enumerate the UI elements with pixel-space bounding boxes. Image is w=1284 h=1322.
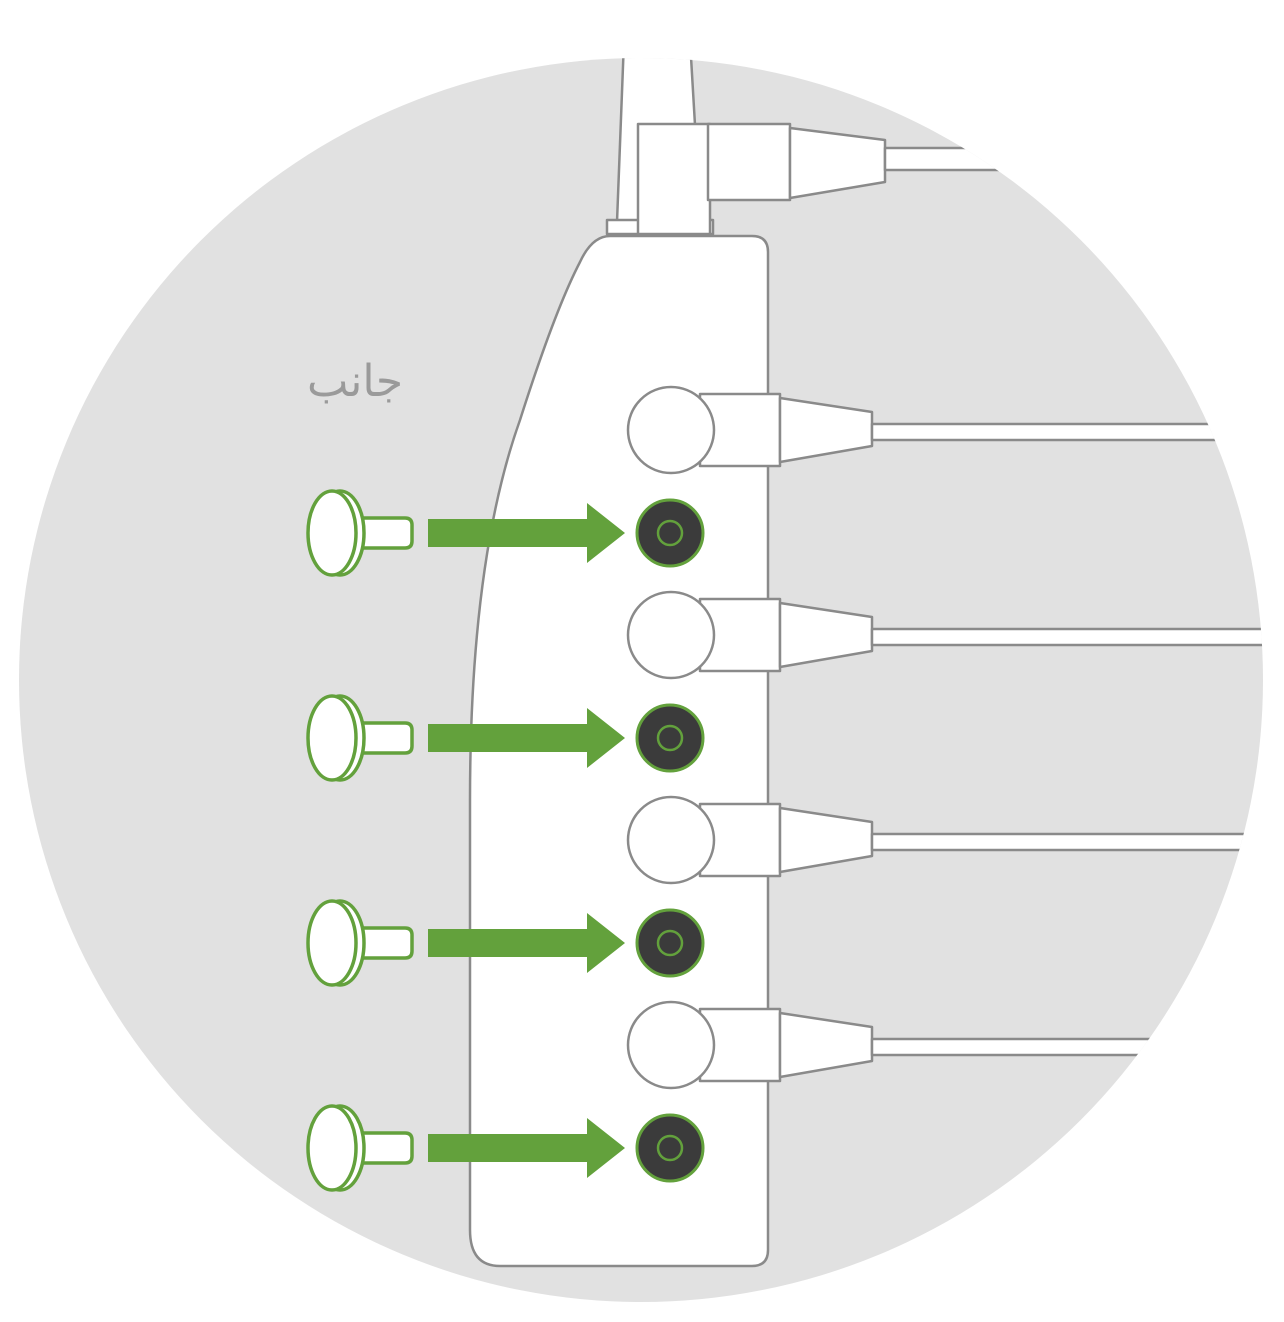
empty-port-3 — [635, 908, 705, 978]
top-connector-block — [636, 122, 712, 236]
insert-arrow-2 — [428, 708, 625, 768]
plug-head — [626, 795, 716, 885]
plug-head — [626, 1000, 716, 1090]
top-connector-neck — [706, 122, 792, 202]
insert-arrow-4 — [428, 1118, 625, 1178]
plugged-cable-2 — [626, 590, 1263, 680]
empty-port-2 — [635, 703, 705, 773]
empty-port-1 — [635, 498, 705, 568]
insert-arrow-1 — [428, 503, 625, 563]
pin-1 — [306, 489, 414, 577]
pin-3 — [306, 899, 414, 987]
plugged-cable-3 — [626, 795, 1263, 885]
top-connector-wire — [883, 146, 1012, 172]
pin-2 — [306, 694, 414, 782]
insert-arrow-3 — [428, 913, 625, 973]
empty-port-4 — [635, 1113, 705, 1183]
side-label: جانب — [306, 356, 404, 407]
plug-head — [626, 590, 716, 680]
plug-head — [626, 385, 716, 475]
pin-4 — [306, 1104, 414, 1192]
top-connector-strain-relief — [788, 126, 887, 200]
plugged-cable-1 — [626, 385, 1262, 475]
